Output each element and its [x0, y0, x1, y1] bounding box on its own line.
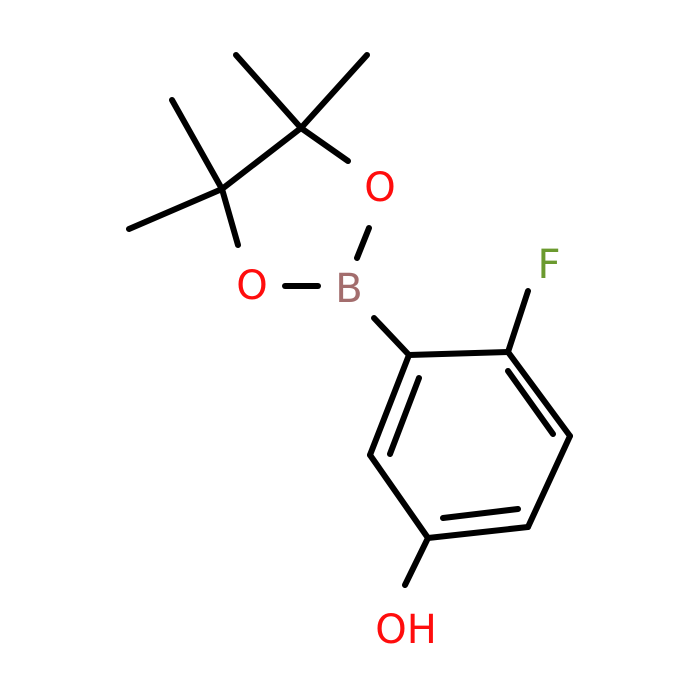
- atom-hydroxyl: OH: [375, 607, 437, 653]
- atom-oxygen-left: O: [236, 263, 267, 309]
- bond-double-inner-c2-c3: [505, 368, 556, 437]
- bond-cq2-me-left: [126, 186, 225, 232]
- bond-ring-c6-c1: [367, 352, 412, 458]
- bond-cq1-cq2: [219, 125, 304, 192]
- bond-ring-c4-c5: [425, 524, 531, 541]
- atom-boron: B: [335, 266, 362, 312]
- bond-ring-c1-c2: [406, 349, 511, 358]
- bond-cq2-o-left: [219, 186, 241, 248]
- bond-ring-c5-c6: [367, 452, 431, 541]
- bond-ring-hydroxyl: [402, 535, 431, 588]
- bond-ring-c3-c4: [525, 433, 573, 530]
- bond-o-upper-boron: [354, 225, 372, 261]
- bond-cq1-me-up-left: [233, 52, 304, 131]
- atom-oxygen-upper: O: [364, 165, 395, 211]
- bond-cq1-me-up-right: [298, 52, 370, 131]
- bond-ring-c2-c3: [505, 349, 573, 439]
- bond-ring-fluorine: [505, 288, 531, 355]
- bond-boron-aryl: [371, 315, 412, 358]
- bond-double-inner-c4-c5: [440, 506, 521, 521]
- bond-cq1-o-upper: [298, 125, 351, 164]
- bond-cq2-me-up: [169, 97, 225, 192]
- atom-fluorine: F: [537, 242, 560, 288]
- bond-double-inner-c6-c1: [387, 375, 422, 457]
